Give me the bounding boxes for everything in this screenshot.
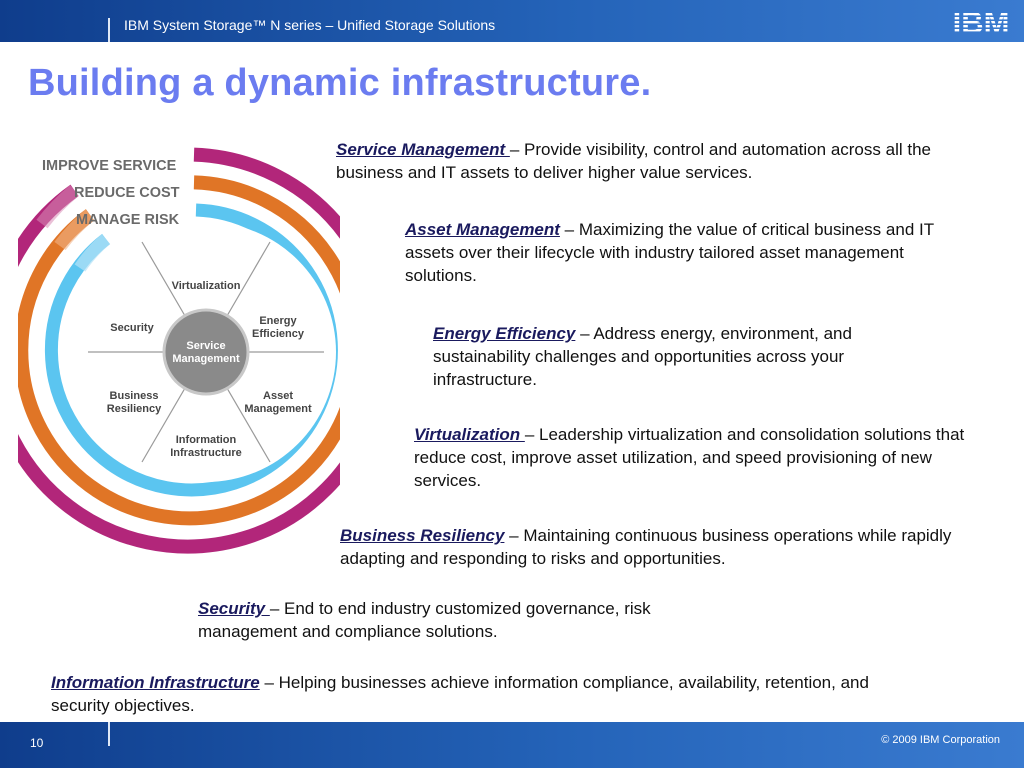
term-information-infrastructure: Information Infrastructure	[51, 673, 260, 692]
footer-divider	[108, 722, 110, 746]
text-security: – End to end industry customized governa…	[198, 599, 651, 641]
segment-energy-line1: Energy	[259, 315, 297, 327]
header-bar: IBM System Storage™ N series – Unified S…	[0, 0, 1024, 42]
ibm-logo: IBM	[953, 5, 1010, 37]
ring-reduce-cost	[18, 175, 340, 526]
desc-asset-management: Asset Management – Maximizing the value …	[405, 218, 975, 287]
header-divider	[108, 18, 110, 42]
text-service-management: – Provide visibility, control and automa…	[336, 140, 931, 182]
text-energy-efficiency: – Address energy, environment, and susta…	[433, 324, 852, 389]
segment-asset-line2: Management	[244, 403, 312, 415]
term-virtualization: Virtualization	[414, 425, 525, 444]
footer-bar: 10 © 2009 IBM Corporation	[0, 722, 1024, 768]
segment-information-line2: Infrastructure	[170, 447, 242, 459]
ring-manage-risk-fade	[74, 234, 111, 272]
ring-improve-service	[18, 147, 340, 554]
segment-information-line1: Information	[176, 434, 237, 446]
text-asset-management: – Maximizing the value of critical busin…	[405, 220, 934, 285]
segment-business-line2: Resiliency	[107, 403, 162, 415]
ring-improve-service-fade	[36, 184, 80, 229]
center-label-line1: Service	[186, 340, 225, 352]
desc-virtualization: Virtualization – Leadership virtualizati…	[414, 423, 984, 492]
ring-label-manage-risk: MANAGE RISK	[76, 212, 180, 228]
desc-energy-efficiency: Energy Efficiency – Address energy, envi…	[433, 322, 943, 391]
ring-label-improve-service: IMPROVE SERVICE	[42, 158, 177, 174]
header-subtitle: IBM System Storage™ N series – Unified S…	[124, 17, 496, 33]
segment-energy-line2: Efficiency	[252, 328, 305, 340]
segment-asset-line1: Asset	[263, 390, 293, 402]
service-diagram: IMPROVE SERVICE REDUCE COST MANAGE RISK …	[18, 147, 340, 554]
ibm-logo-text: IBM	[953, 5, 1010, 37]
center-hub	[162, 308, 250, 396]
ring-label-reduce-cost: REDUCE COST	[74, 185, 180, 201]
segment-virtualization: Virtualization	[172, 280, 241, 292]
term-business-resiliency: Business Resiliency	[340, 526, 505, 545]
segment-security: Security	[110, 322, 154, 334]
desc-information-infrastructure: Information Infrastructure – Helping bus…	[51, 671, 901, 717]
slide-title: Building a dynamic infrastructure.	[28, 62, 652, 104]
text-information-infrastructure: – Helping businesses achieve information…	[51, 673, 869, 715]
text-virtualization: – Leadership virtualization and consolid…	[414, 425, 965, 490]
segment-business-line1: Business	[110, 390, 159, 402]
term-security: Security	[198, 599, 270, 618]
desc-security: Security – End to end industry customize…	[198, 597, 748, 643]
copyright: © 2009 IBM Corporation	[881, 734, 1000, 746]
text-business-resiliency: – Maintaining continuous business operat…	[340, 526, 952, 568]
desc-business-resiliency: Business Resiliency – Maintaining contin…	[340, 524, 1000, 570]
term-energy-efficiency: Energy Efficiency	[433, 324, 576, 343]
term-asset-management: Asset Management	[405, 220, 560, 239]
page-number: 10	[30, 736, 44, 750]
center-label-line2: Management	[172, 353, 240, 365]
term-service-management: Service Management	[336, 140, 510, 159]
ring-reduce-cost-fade	[54, 209, 95, 251]
ring-manage-risk	[44, 203, 338, 497]
desc-service-management: Service Management – Provide visibility,…	[336, 138, 976, 184]
